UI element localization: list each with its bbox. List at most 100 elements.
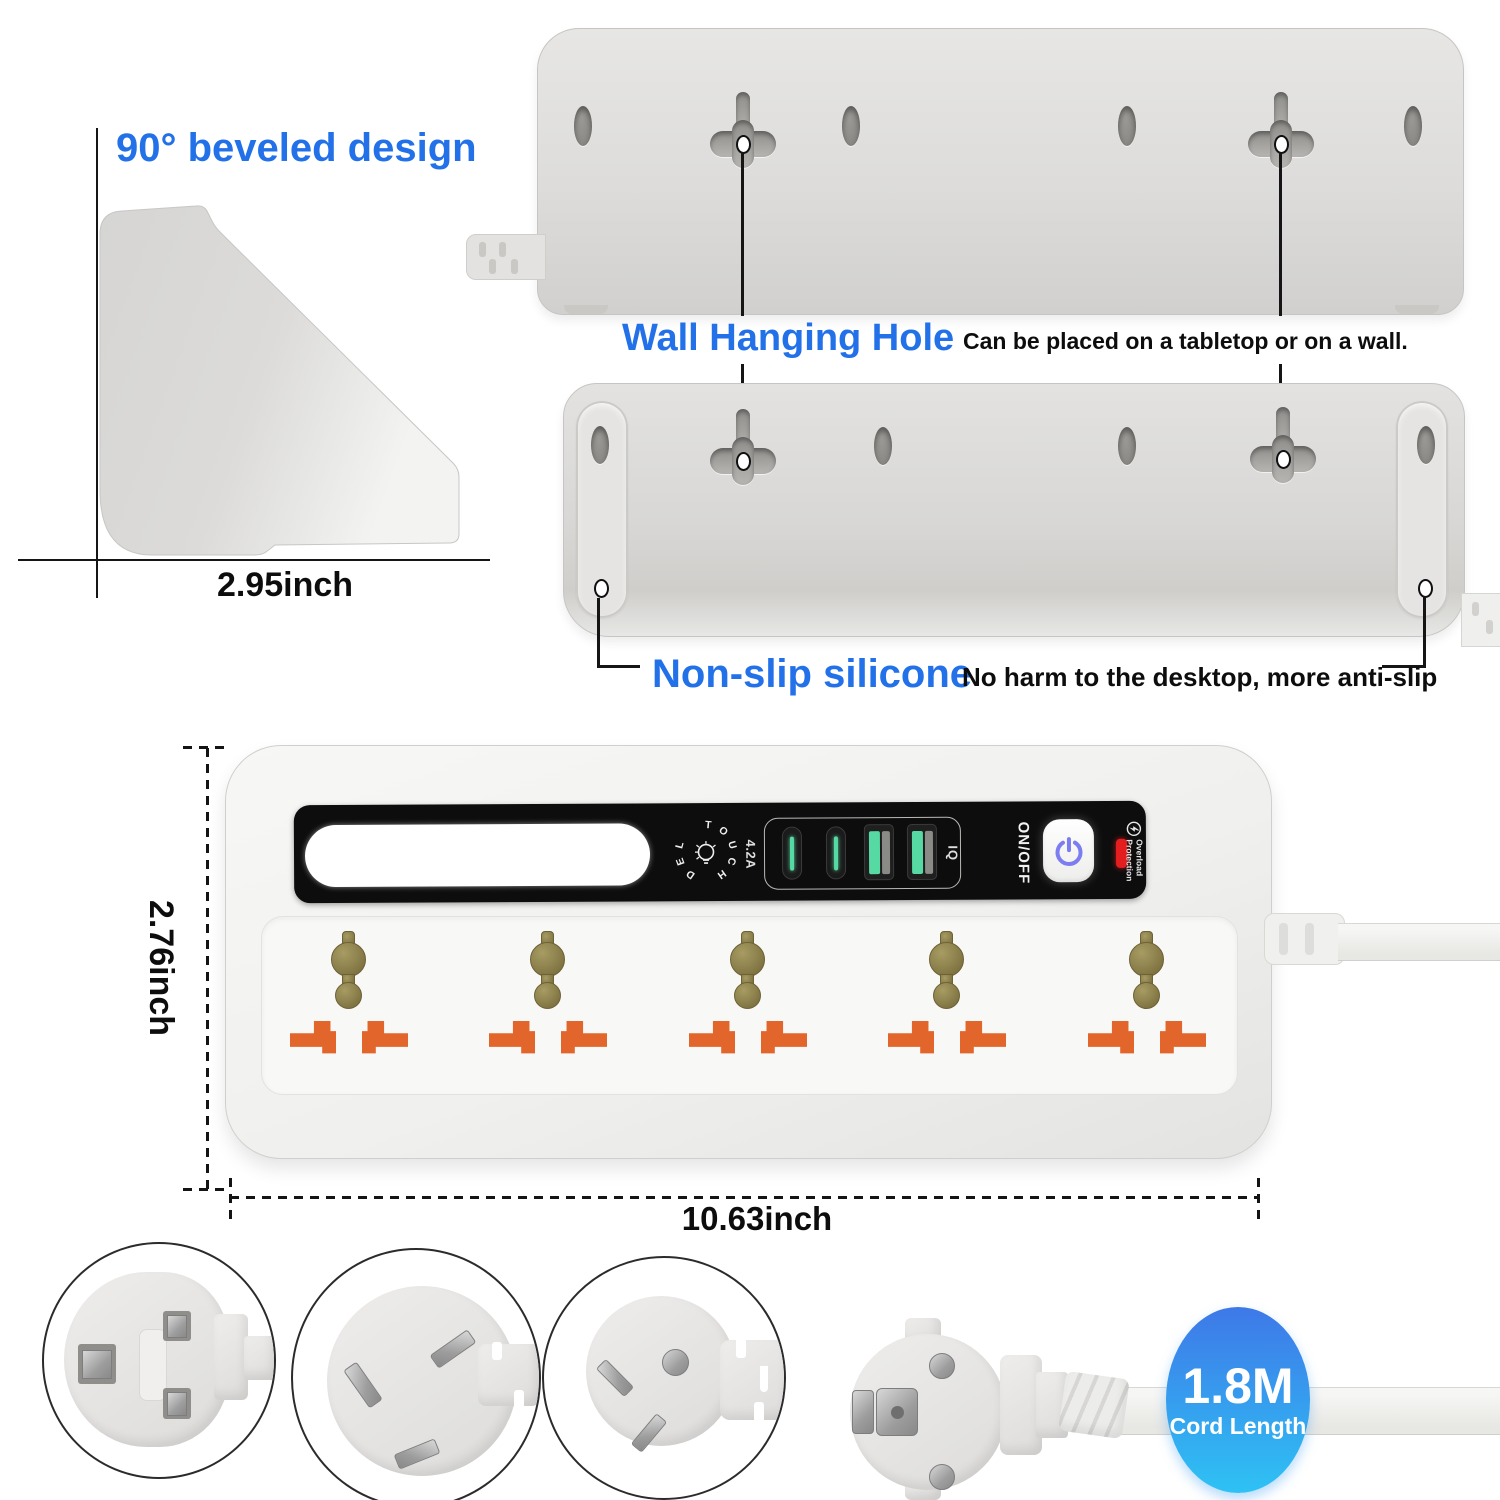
- side-view-vertical-line: [96, 128, 98, 598]
- bulb-icon: [694, 841, 716, 864]
- socket-neutral-slot[interactable]: [1160, 1021, 1206, 1054]
- screw-hole-oval: [1118, 106, 1136, 146]
- power-button[interactable]: [1042, 819, 1095, 883]
- socket-universal[interactable]: [683, 925, 813, 1075]
- wall-hanging-keyhole: [703, 409, 783, 487]
- socket-live-slot[interactable]: [489, 1021, 535, 1054]
- us-earth-pin: [662, 1349, 689, 1376]
- callout-dot: [1273, 134, 1289, 154]
- socket-earth-slot-bottom[interactable]: [933, 982, 960, 1009]
- cord-ridge: [489, 259, 496, 274]
- depth-dimension-label: 2.95inch: [216, 566, 354, 604]
- silicone-callout-dot: [593, 578, 609, 598]
- socket-universal[interactable]: [284, 925, 414, 1075]
- usb-smart-label: IQ: [945, 844, 961, 861]
- cord-ridge: [479, 242, 486, 257]
- socket-live-slot[interactable]: [1088, 1021, 1134, 1054]
- beveled-design-label: 90° beveled design: [116, 126, 477, 170]
- cord-stub: [466, 234, 546, 280]
- led-label-letter: E: [673, 856, 688, 867]
- screw-hole-oval: [1404, 106, 1422, 146]
- socket-universal[interactable]: [1082, 925, 1212, 1075]
- socket-earth-slot-bottom[interactable]: [734, 982, 761, 1009]
- leader-line: [1279, 152, 1282, 316]
- uk-plug-fuse: [139, 1329, 167, 1401]
- uk-cord-step: [244, 1336, 274, 1380]
- touch-label-letter: O: [716, 824, 731, 839]
- socket-earth-slot-bottom[interactable]: [534, 982, 561, 1009]
- width-dimension-tick-left: [229, 1178, 232, 1222]
- cord-length-badge: 1.8M Cord Length: [1166, 1307, 1310, 1493]
- usb-output-label: 4.2A: [743, 839, 759, 869]
- on-off-label-wrap: ON/OFF: [1006, 817, 1040, 887]
- callout-dot: [735, 451, 751, 471]
- screw-hole-oval: [1417, 426, 1435, 464]
- overload-protection-wrap: Overload Protection: [1122, 811, 1146, 891]
- width-dimension-line: [230, 1196, 1258, 1199]
- eu-pin: [929, 1353, 955, 1379]
- socket-universal[interactable]: [882, 925, 1012, 1075]
- callout-dot: [735, 134, 751, 154]
- led-light-bar: [304, 823, 651, 888]
- au-cord: [478, 1342, 539, 1408]
- side-view-ground-line: [18, 559, 490, 561]
- touch-label-letter: T: [704, 818, 712, 832]
- cord-ridge: [1486, 620, 1493, 634]
- socket-neutral-slot[interactable]: [960, 1021, 1006, 1054]
- socket-neutral-slot[interactable]: [561, 1021, 607, 1054]
- bottom-view-strip: [563, 383, 1500, 647]
- socket-earth-slot-top[interactable]: [730, 942, 765, 977]
- socket-live-slot[interactable]: [888, 1021, 934, 1054]
- cord-length-value: 1.8M: [1182, 1358, 1294, 1414]
- cord-notch: [736, 1338, 746, 1358]
- socket-neutral-slot[interactable]: [761, 1021, 807, 1054]
- wall-hanging-label: Wall Hanging Hole: [622, 317, 955, 359]
- screw-hole-oval: [842, 106, 860, 146]
- socket-earth-slot-top[interactable]: [929, 942, 964, 977]
- eu-connector: [1000, 1355, 1042, 1455]
- power-cord: [1338, 923, 1500, 961]
- eu-earth-clip: [852, 1390, 874, 1434]
- socket-earth-slot-top[interactable]: [530, 942, 565, 977]
- strip-foot: [1395, 305, 1439, 314]
- cord-ridge: [499, 242, 506, 257]
- plug-inset-us: [542, 1256, 786, 1500]
- socket-earth-slot-top[interactable]: [1129, 942, 1164, 977]
- socket-live-slot[interactable]: [689, 1021, 735, 1054]
- cord-notch: [754, 1402, 764, 1422]
- cord-strain-relief: [1264, 913, 1345, 965]
- height-dimension-line: [206, 748, 209, 1190]
- socket-earth-slot-bottom[interactable]: [335, 982, 362, 1009]
- led-label-letter: L: [673, 840, 687, 850]
- socket-earth-slot-top[interactable]: [331, 942, 366, 977]
- socket-live-slot[interactable]: [290, 1021, 336, 1054]
- eu-plug: [840, 1295, 1140, 1500]
- clamp-screw: [891, 1406, 904, 1419]
- usb-output-label-wrap: 4.2A: [738, 823, 764, 885]
- non-slip-desc: No harm to the desktop, more anti-slip: [962, 662, 1438, 692]
- uk-cord-step: [214, 1314, 248, 1400]
- silicone-callout-dot: [1417, 578, 1433, 598]
- cord-length-caption: Cord Length: [1169, 1413, 1307, 1439]
- plug-inset-uk: [42, 1242, 276, 1479]
- cord-stub: [1461, 593, 1500, 647]
- leader-line: [597, 598, 600, 668]
- strip-foot: [564, 305, 608, 314]
- usb-smart-label-wrap: IQ: [940, 829, 966, 877]
- screw-hole-oval: [874, 427, 892, 465]
- screw-hole-oval: [1118, 427, 1136, 465]
- socket-neutral-slot[interactable]: [362, 1021, 408, 1054]
- width-dimension-label: 10.63inch: [681, 1200, 833, 1237]
- eu-center-clamp: [876, 1388, 918, 1436]
- socket-universal[interactable]: [483, 925, 613, 1075]
- beveled-wedge-shape: [99, 205, 460, 556]
- socket-earth-slot-bottom[interactable]: [1133, 982, 1160, 1009]
- leader-line: [1423, 596, 1426, 668]
- overload-label-line2: Protection: [1124, 838, 1136, 881]
- usb-group-bracket: [763, 816, 962, 890]
- leader-line: [741, 152, 744, 316]
